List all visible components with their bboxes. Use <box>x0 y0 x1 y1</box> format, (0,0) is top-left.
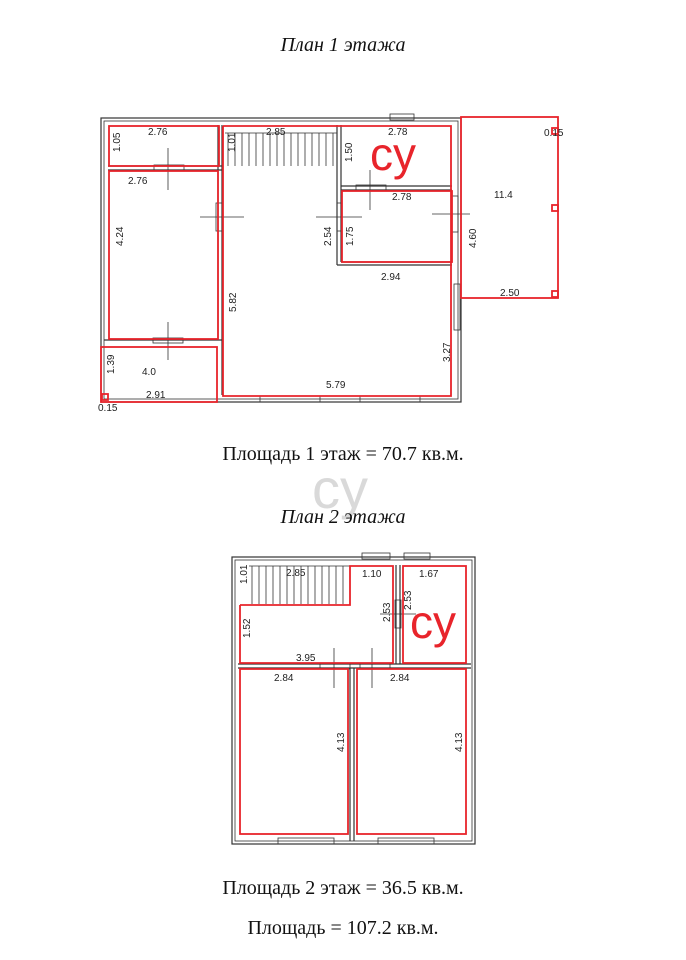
dim-label: 2.53 <box>382 602 393 622</box>
dim-label: 1.75 <box>345 226 356 246</box>
plan2-dimensions: 1.01 2.85 1.10 1.67 2.53 2.53 1.52 3.95 … <box>239 564 465 752</box>
dim-label: 2.84 <box>390 673 410 684</box>
dim-label: 4.13 <box>454 732 465 752</box>
dim-label: 1.52 <box>242 618 253 638</box>
dim-label: 5.82 <box>228 292 239 312</box>
plan2-title: План 2 этажа <box>280 506 406 528</box>
plan1-wc-label: су <box>370 128 416 180</box>
dim-label: 5.79 <box>326 380 346 391</box>
total-area: Площадь = 107.2 кв.м. <box>247 917 439 939</box>
dim-label: 2.94 <box>381 272 401 283</box>
dim-label: 2.85 <box>266 127 286 138</box>
dim-label: 1.01 <box>239 564 250 584</box>
dim-label: 1.50 <box>344 142 355 162</box>
dim-label: 1.01 <box>227 132 238 152</box>
watermark: су <box>312 457 368 520</box>
plan2-outer-wall <box>231 556 476 845</box>
dim-label: 1.67 <box>419 569 439 580</box>
plan1-area: Площадь 1 этаж = 70.7 кв.м. <box>222 443 464 465</box>
plan1-title: План 1 этажа <box>280 34 406 56</box>
plan1-room-outlines <box>100 116 559 403</box>
dim-label: 0.15 <box>544 128 564 139</box>
dim-label: 2.76 <box>128 176 148 187</box>
plan2-stairs <box>249 565 350 604</box>
dim-label: 0.15 <box>98 403 118 414</box>
dim-label: 1.05 <box>112 132 123 152</box>
dim-label: 4.13 <box>336 732 347 752</box>
plan2-room-outlines <box>239 565 467 835</box>
dim-label: 1.39 <box>106 354 117 374</box>
dim-label: 2.54 <box>323 226 334 246</box>
plan1-dimensions: 2.76 1.05 1.01 2.85 2.78 1.50 0.15 2.76 … <box>98 127 564 414</box>
dim-label: 2.91 <box>146 390 166 401</box>
dim-label: 2.78 <box>392 192 412 203</box>
dim-label: 2.84 <box>274 673 294 684</box>
dim-label: 4.0 <box>142 367 156 378</box>
dim-label: 1.10 <box>362 569 382 580</box>
plan2-wc-label: су <box>410 596 456 648</box>
plan1-stairs <box>225 132 337 166</box>
dim-label: 4.24 <box>115 226 126 246</box>
dim-label: 11.4 <box>494 190 513 201</box>
dim-label: 3.27 <box>442 342 453 362</box>
plan2-drawing <box>231 552 476 845</box>
dim-label: 2.78 <box>388 127 408 138</box>
dim-label: 2.50 <box>500 288 520 299</box>
plan1-doors <box>152 113 470 403</box>
dim-label: 2.76 <box>148 127 168 138</box>
dim-label: 2.53 <box>403 590 414 610</box>
plan2-area: Площадь 2 этаж = 36.5 кв.м. <box>222 877 464 899</box>
dim-label: 3.95 <box>296 653 316 664</box>
dim-label: 2.85 <box>286 568 306 579</box>
dim-label: 4.60 <box>468 228 479 248</box>
